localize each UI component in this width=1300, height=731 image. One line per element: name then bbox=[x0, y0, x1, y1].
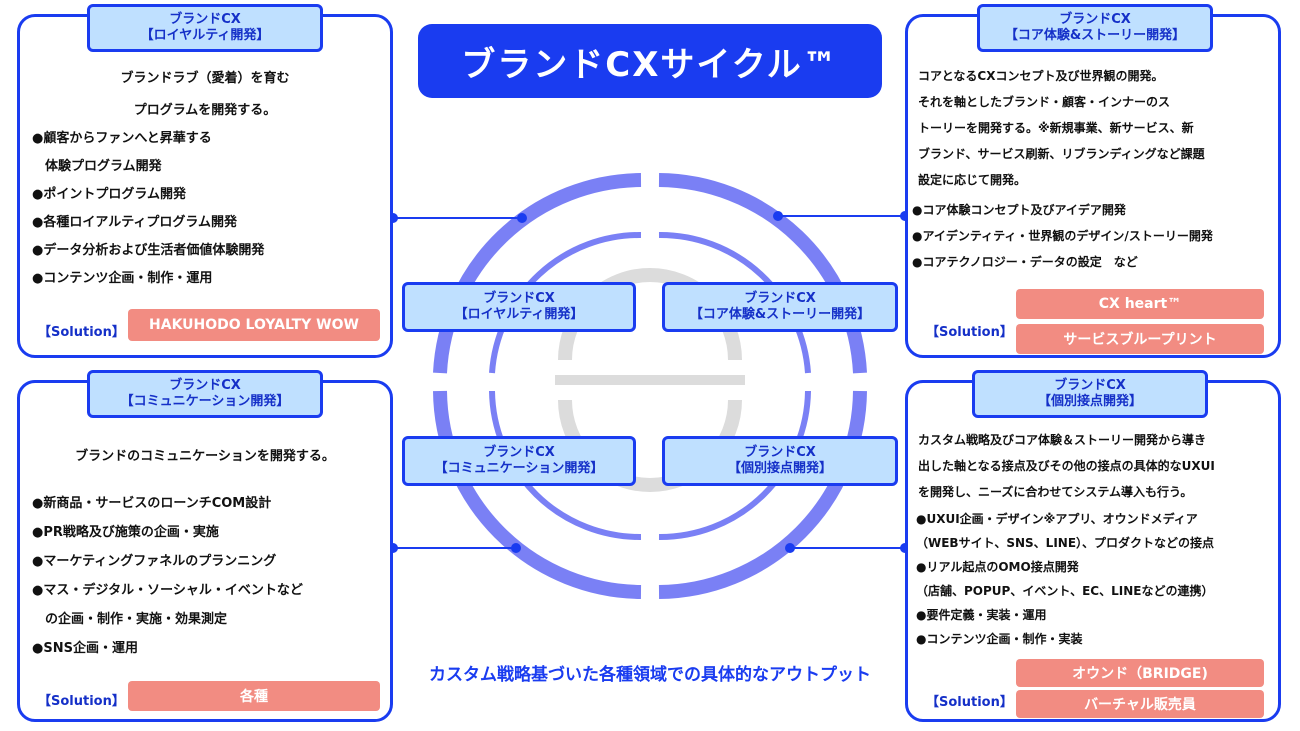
center-label-touch: ブランドCX 【個別接点開発】 bbox=[662, 436, 898, 486]
tab-touch-line2: 【個別接点開発】 bbox=[1037, 394, 1142, 409]
core-intro-line: ブランド、サービス刷新、リブランディングなど課題 bbox=[918, 147, 1205, 161]
tab-loyalty: ブランドCX 【ロイヤルティ開発】 bbox=[87, 4, 323, 52]
loyalty-solution-label: 【Solution】 bbox=[38, 325, 125, 340]
center-label-comm: ブランドCX 【コミュニケーション開発】 bbox=[402, 436, 636, 486]
center-label-touch-line1: ブランドCX bbox=[744, 445, 816, 460]
outer-ring bbox=[433, 173, 867, 599]
list-item: ●データ分析および生活者価値体験開発 bbox=[32, 243, 265, 258]
list-item: ●顧客からファンへと昇華する bbox=[32, 131, 212, 146]
tab-loyalty-line1: ブランドCX bbox=[169, 12, 241, 27]
list-item: ●コンテンツ企画・制作・運用 bbox=[32, 271, 213, 286]
tab-core: ブランドCX 【コア体験&ストーリー開発】 bbox=[977, 4, 1213, 52]
tab-comm: ブランドCX 【コミュニケーション開発】 bbox=[87, 370, 323, 418]
touch-intro-line: カスタム戦略及びコア体験＆ストーリー開発から導き bbox=[918, 433, 1207, 447]
center-label-core: ブランドCX 【コア体験&ストーリー開発】 bbox=[662, 282, 898, 332]
list-item: ●要件定義・実装・運用 bbox=[916, 608, 1047, 622]
core-intro: コアとなるCXコンセプト及び世界観の開発。 それを軸としたブランド・顧客・インナ… bbox=[918, 63, 1205, 193]
panel-core: コアとなるCXコンセプト及び世界観の開発。 それを軸としたブランド・顧客・インナ… bbox=[905, 14, 1281, 358]
list-item: （WEBサイト、SNS、LINE）、プロダクトなどの接点 bbox=[916, 536, 1215, 550]
center-label-loyalty-line1: ブランドCX bbox=[483, 291, 555, 306]
ring-inner-lines bbox=[489, 231, 811, 541]
core-intro-line: それを軸としたブランド・顧客・インナーのス bbox=[918, 95, 1171, 109]
list-item: ●新商品・サービスのローンチCOM設計 bbox=[32, 496, 272, 511]
panel-loyalty: ブランドラブ（愛着）を育む プログラムを開発する。 ●顧客からファンへと昇華する… bbox=[17, 14, 393, 358]
list-item: 体験プログラム開発 bbox=[32, 159, 162, 174]
center-label-touch-line2: 【個別接点開発】 bbox=[727, 461, 832, 476]
touch-list: ●UXUI企画・デザイン※アプリ、オウンドメディア （WEBサイト、SNS、LI… bbox=[916, 507, 1214, 651]
list-item: の企画・制作・実施・効果測定 bbox=[32, 612, 228, 627]
bottom-caption: カスタム戦略基づいた各種領域での具体的なアウトプット bbox=[429, 665, 871, 685]
core-intro-line: トーリーを開発する。※新規事業、新サービス、新 bbox=[918, 121, 1194, 135]
center-label-comm-line1: ブランドCX bbox=[483, 445, 555, 460]
loyalty-intro: ブランドラブ（愛着）を育む プログラムを開発する。 bbox=[20, 65, 390, 125]
list-item: ●UXUI企画・デザイン※アプリ、オウンドメディア bbox=[916, 512, 1198, 526]
list-item: ●SNS企画・運用 bbox=[32, 641, 138, 656]
center-label-comm-line2: 【コミュニケーション開発】 bbox=[434, 461, 604, 476]
tab-comm-line1: ブランドCX bbox=[169, 378, 241, 393]
list-item: ●マス・デジタル・ソーシャル・イベントなど bbox=[32, 583, 303, 598]
core-solution-cx-heart[interactable]: CX heart™ bbox=[1016, 289, 1264, 319]
comm-solution-various[interactable]: 各種 bbox=[128, 681, 380, 711]
list-item: ●アイデンティティ・世界観のデザイン/ストーリー開発 bbox=[912, 229, 1213, 243]
tab-touch: ブランドCX 【個別接点開発】 bbox=[972, 370, 1208, 418]
list-item: ●各種ロイアルティプログラム開発 bbox=[32, 215, 238, 230]
list-item: ●マーケティングファネルのプランニング bbox=[32, 554, 277, 569]
core-solution-label: 【Solution】 bbox=[926, 325, 1013, 340]
comm-list: ●新商品・サービスのローンチCOM設計 ●PR戦略及び施策の企画・実施 ●マーケ… bbox=[32, 489, 303, 663]
list-item: ●コアテクノロジー・データの設定 など bbox=[912, 255, 1138, 269]
tab-core-line2: 【コア体験&ストーリー開発】 bbox=[1004, 28, 1186, 43]
touch-intro-line: を開発し、ニーズに合わせてシステム導入も行う。 bbox=[918, 485, 1193, 499]
center-label-loyalty: ブランドCX 【ロイヤルティ開発】 bbox=[402, 282, 636, 332]
core-intro-line: コアとなるCXコンセプト及び世界観の開発。 bbox=[918, 69, 1164, 83]
core-list: ●コア体験コンセプト及びアイデア開発 ●アイデンティティ・世界観のデザイン/スト… bbox=[912, 197, 1213, 275]
loyalty-intro-line1: ブランドラブ（愛着）を育む bbox=[120, 71, 290, 86]
center-label-core-line2: 【コア体験&ストーリー開発】 bbox=[689, 307, 871, 322]
touch-intro: カスタム戦略及びコア体験＆ストーリー開発から導き 出した軸となる接点及びその他の… bbox=[918, 427, 1215, 505]
loyalty-intro-line2: プログラムを開発する。 bbox=[133, 103, 277, 118]
list-item: （店舗、POPUP、イベント、EC、LINEなどの連携） bbox=[916, 584, 1214, 598]
touch-intro-line: 出した軸となる接点及びその他の接点の具体的なUXUI bbox=[918, 459, 1215, 473]
list-item: ●PR戦略及び施策の企画・実施 bbox=[32, 525, 219, 540]
comm-solution-label: 【Solution】 bbox=[38, 694, 125, 709]
panel-comm: ブランドのコミュニケーションを開発する。 ●新商品・サービスのローンチCOM設計… bbox=[17, 380, 393, 722]
center-label-core-line1: ブランドCX bbox=[744, 291, 816, 306]
touch-solution-owned[interactable]: オウンド（BRIDGE) bbox=[1016, 659, 1264, 687]
center-label-loyalty-line2: 【ロイヤルティ開発】 bbox=[454, 307, 584, 322]
tab-comm-line2: 【コミュニケーション開発】 bbox=[120, 394, 290, 409]
tab-touch-line1: ブランドCX bbox=[1054, 378, 1126, 393]
comm-intro: ブランドのコミュニケーションを開発する。 bbox=[75, 449, 335, 464]
touch-solution-virtual[interactable]: バーチャル販売員 bbox=[1016, 690, 1264, 718]
list-item: ●コンテンツ企画・制作・実装 bbox=[916, 632, 1083, 646]
loyalty-solution-wow[interactable]: HAKUHODO LOYALTY WOW bbox=[128, 309, 380, 341]
list-item: ●リアル起点のOMO接点開発 bbox=[916, 560, 1079, 574]
tab-loyalty-line2: 【ロイヤルティ開発】 bbox=[140, 28, 270, 43]
page-title: ブランドCXサイクル™ bbox=[418, 24, 882, 98]
core-solution-blueprint[interactable]: サービスブループリント bbox=[1016, 324, 1264, 354]
panel-touch: カスタム戦略及びコア体験＆ストーリー開発から導き 出した軸となる接点及びその他の… bbox=[905, 380, 1281, 722]
touch-solution-label: 【Solution】 bbox=[926, 695, 1013, 710]
list-item: ●ポイントプログラム開発 bbox=[32, 187, 186, 202]
loyalty-list: ●顧客からファンへと昇華する 体験プログラム開発 ●ポイントプログラム開発 ●各… bbox=[32, 125, 264, 293]
tab-core-line1: ブランドCX bbox=[1059, 12, 1131, 27]
core-intro-line: 設定に応じて開発。 bbox=[918, 173, 1027, 187]
list-item: ●コア体験コンセプト及びアイデア開発 bbox=[912, 203, 1126, 217]
